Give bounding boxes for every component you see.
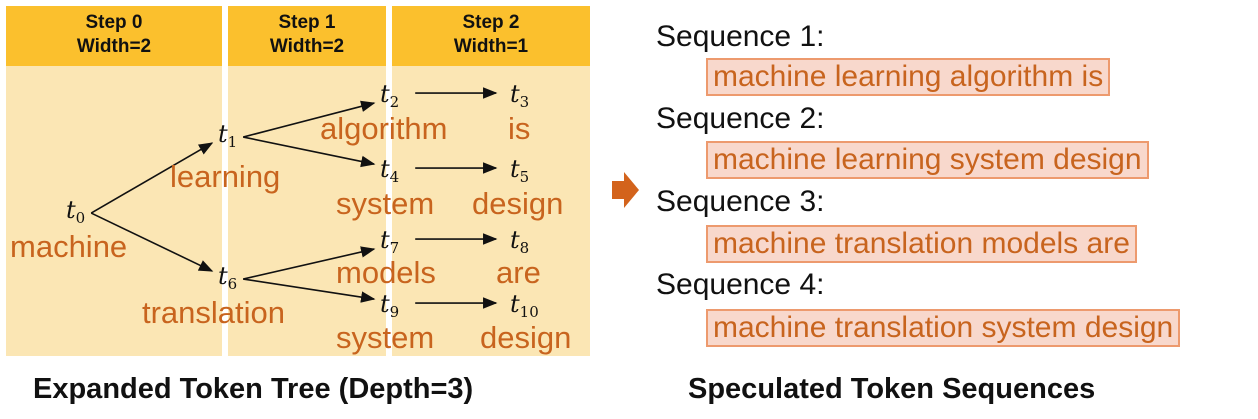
sequence-4-label: Sequence 4: xyxy=(656,268,825,301)
step2-width: Width=1 xyxy=(453,36,529,57)
word-system: system xyxy=(336,320,435,355)
token-t5: t5 xyxy=(510,155,530,186)
word-are: are xyxy=(496,255,541,290)
word-is: is xyxy=(508,111,531,146)
edge-t1-t2 xyxy=(243,100,376,138)
column-divider xyxy=(386,6,392,356)
word-algorithm: algorithm xyxy=(320,111,448,146)
token-t2: t2 xyxy=(380,80,400,111)
sequence-3-text: machine translation models are xyxy=(706,225,1137,263)
word-machine: machine xyxy=(10,229,128,264)
edge-t6-t9 xyxy=(243,278,376,303)
step0-header: Step 0 Width=2 xyxy=(6,6,222,66)
right-arrow-icon xyxy=(612,172,639,208)
token-t7: t7 xyxy=(380,226,400,257)
word-system: system xyxy=(336,186,435,221)
step2-header: Step 2 Width=1 xyxy=(392,6,590,66)
word-design: design xyxy=(472,186,564,221)
tree-caption: Expanded Token Tree (Depth=3) xyxy=(33,373,474,405)
token-t1: t1 xyxy=(218,120,238,151)
word-models: models xyxy=(336,255,436,290)
token-t10: t10 xyxy=(510,290,539,321)
edge-t0-t1 xyxy=(90,142,214,214)
token-t9: t9 xyxy=(380,290,400,321)
word-translation: translation xyxy=(142,295,286,330)
column-divider xyxy=(222,6,228,356)
edge-t0-t6 xyxy=(90,212,214,272)
edge-t1-t4 xyxy=(243,136,376,168)
sequence-4-text: machine translation system design xyxy=(706,309,1181,347)
word-design: design xyxy=(480,320,572,355)
step0-width: Width=2 xyxy=(76,36,152,57)
step1-header: Step 1 Width=2 xyxy=(228,6,386,66)
token-t4: t4 xyxy=(380,155,400,186)
token-t0: t0 xyxy=(66,196,86,227)
step0-label: Step 0 xyxy=(85,12,143,33)
token-t6: t6 xyxy=(218,262,238,293)
word-learning: learning xyxy=(170,159,281,194)
sequence-2-label: Sequence 2: xyxy=(656,102,825,135)
token-t8: t8 xyxy=(510,226,530,257)
token-t3: t3 xyxy=(510,80,530,111)
sequence-1-label: Sequence 1: xyxy=(656,20,825,53)
sequence-2-text: machine learning system design xyxy=(706,141,1149,179)
sequence-3-label: Sequence 3: xyxy=(656,185,825,218)
step1-width: Width=2 xyxy=(269,36,345,57)
edge-t6-t7 xyxy=(243,246,376,280)
sequence-1-text: machine learning algorithm is xyxy=(706,58,1111,96)
sequences-caption: Speculated Token Sequences xyxy=(688,373,1096,405)
step2-label: Step 2 xyxy=(462,12,520,33)
step1-label: Step 1 xyxy=(278,12,336,33)
